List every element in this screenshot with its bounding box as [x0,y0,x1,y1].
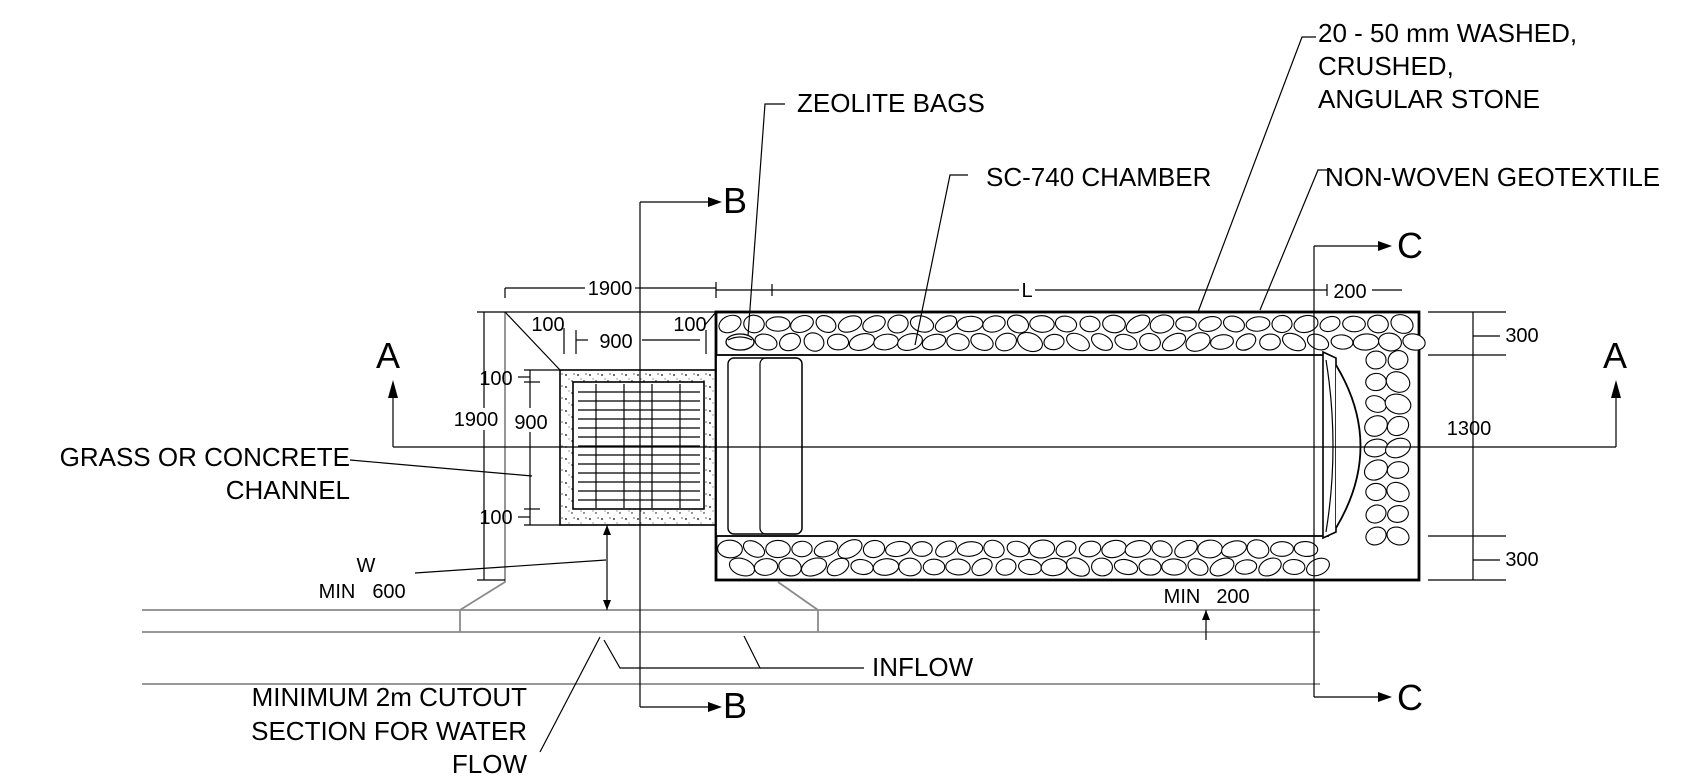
stone-label-line3: ANGULAR STONE [1318,84,1540,114]
grate-bars [578,384,700,508]
dim-offset-100-bottom: 100 [479,507,512,529]
sc-740-chamber [715,350,1362,540]
cutout-label-line3: FLOW [452,749,528,777]
grass-channel-label-line1: GRASS OR CONCRETE [60,442,350,472]
dim-length-l: L [1021,280,1032,302]
dim-stone-300-bottom: 300 [1505,549,1538,571]
section-label-c-bottom: C [1397,677,1423,718]
dim-chamber-1300: 1300 [1447,418,1492,440]
leader-lines [349,36,1332,753]
section-label-a-right: A [1603,335,1627,376]
cutout-label-line1: MINIMUM 2m CUTOUT [252,682,528,712]
sc-740-chamber-label: SC-740 CHAMBER [986,162,1211,192]
dim-width-1900: 1900 [588,278,633,300]
dim-height-1900: 1900 [454,409,499,431]
dim-end-200: 200 [1333,281,1366,303]
grass-channel-label-line2: CHANNEL [226,475,350,505]
section-line-a [388,380,1621,448]
dim-min-600-prefix: MIN [319,581,356,603]
section-label-c-top: C [1397,225,1423,266]
dim-min-600-value: 600 [372,581,405,603]
dim-min-200-value: 200 [1216,586,1249,608]
dim-offset-100-top: 100 [479,368,512,390]
stone-label-line1: 20 - 50 mm WASHED, [1318,18,1577,48]
dim-offset-100-right: 100 [673,314,706,336]
dim-min-600-sup: W [357,555,376,577]
zeolite-bag [725,333,755,351]
dim-min-200-prefix: MIN [1164,586,1201,608]
dim-grate-height-900: 900 [514,412,547,434]
road-lines [142,312,1320,685]
dimension-lines [477,282,1506,640]
dim-stone-300-top: 300 [1505,325,1538,347]
section-label-b-top: B [723,180,747,221]
stone-label-line2: CRUSHED, [1318,51,1454,81]
geotextile-label: NON-WOVEN GEOTEXTILE [1325,162,1660,192]
inflow-label: INFLOW [872,652,974,682]
dim-grate-900: 900 [599,331,632,353]
angular-stone-fill [717,314,1426,577]
cutout-label-line2: SECTION FOR WATER [251,716,527,746]
zeolite-bags-label: ZEOLITE BAGS [797,88,985,118]
section-label-a-left: A [376,335,400,376]
dim-offset-100-left: 100 [531,314,564,336]
section-label-b-bottom: B [723,685,747,726]
catch-basin-outline [504,311,717,371]
section-line-c [1313,241,1392,702]
section-line-b [639,197,722,712]
